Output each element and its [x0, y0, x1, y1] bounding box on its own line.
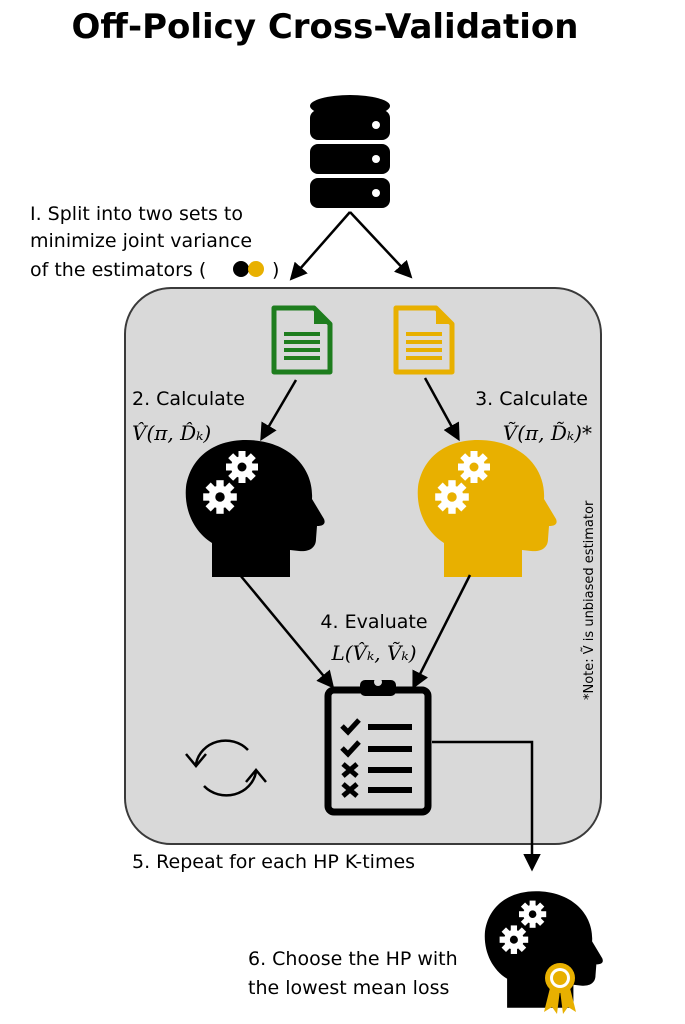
database-icon	[310, 95, 390, 208]
step5-text: 5. Repeat for each HP K-times	[132, 851, 415, 873]
arrow-yellow-doc-to-head	[423, 377, 460, 442]
cycle-arrows-icon	[185, 739, 267, 797]
step1-close-paren: )	[272, 259, 279, 281]
step4-label: 4. Evaluate	[320, 611, 427, 633]
process-panel	[124, 287, 602, 845]
step3-label: 3. Calculate	[475, 388, 588, 410]
step6-text: 6. Choose the HP with the lowest mean lo…	[248, 948, 458, 999]
step1-text: I. Split into two sets to minimize joint…	[30, 203, 252, 281]
award-medal-icon	[544, 963, 576, 1014]
mini-head-icons	[233, 261, 264, 277]
page-title: Off-Policy Cross-Validation	[72, 7, 579, 47]
checklist-clipboard-icon	[324, 678, 432, 816]
step2-label: 2. Calculate	[132, 388, 245, 410]
arrow-yellow-head-to-clipboard	[412, 574, 472, 690]
arrow-black-head-to-clipboard	[239, 574, 335, 689]
svg-text:I. Split into two sets to: I. Split into two sets to	[30, 203, 243, 225]
step4-formula: L(V̂ₖ, Ṽₖ)	[330, 641, 416, 665]
svg-text:minimize joint variance: minimize joint variance	[30, 230, 252, 252]
split-arrow-right	[349, 211, 413, 279]
svg-text:6. Choose the HP with: 6. Choose the HP with	[248, 948, 458, 970]
step3-formula: Ṽ(π, D̃ₖ)*	[503, 421, 592, 445]
arrow-green-doc-to-head	[260, 379, 298, 442]
arrow-clipboard-to-winner	[432, 740, 541, 872]
unbiased-note: *Note: Ṽ is unbiased estimator	[581, 500, 597, 700]
svg-text:of the estimators (: of the estimators (	[30, 259, 206, 281]
green-document-icon	[271, 305, 333, 375]
svg-text:the lowest mean loss: the lowest mean loss	[248, 977, 449, 999]
step2-formula: V̂(π, D̂ₖ)	[132, 421, 211, 445]
winner-head-icon	[484, 891, 603, 1008]
split-arrow-left	[289, 211, 351, 281]
yellow-document-icon	[393, 305, 455, 375]
